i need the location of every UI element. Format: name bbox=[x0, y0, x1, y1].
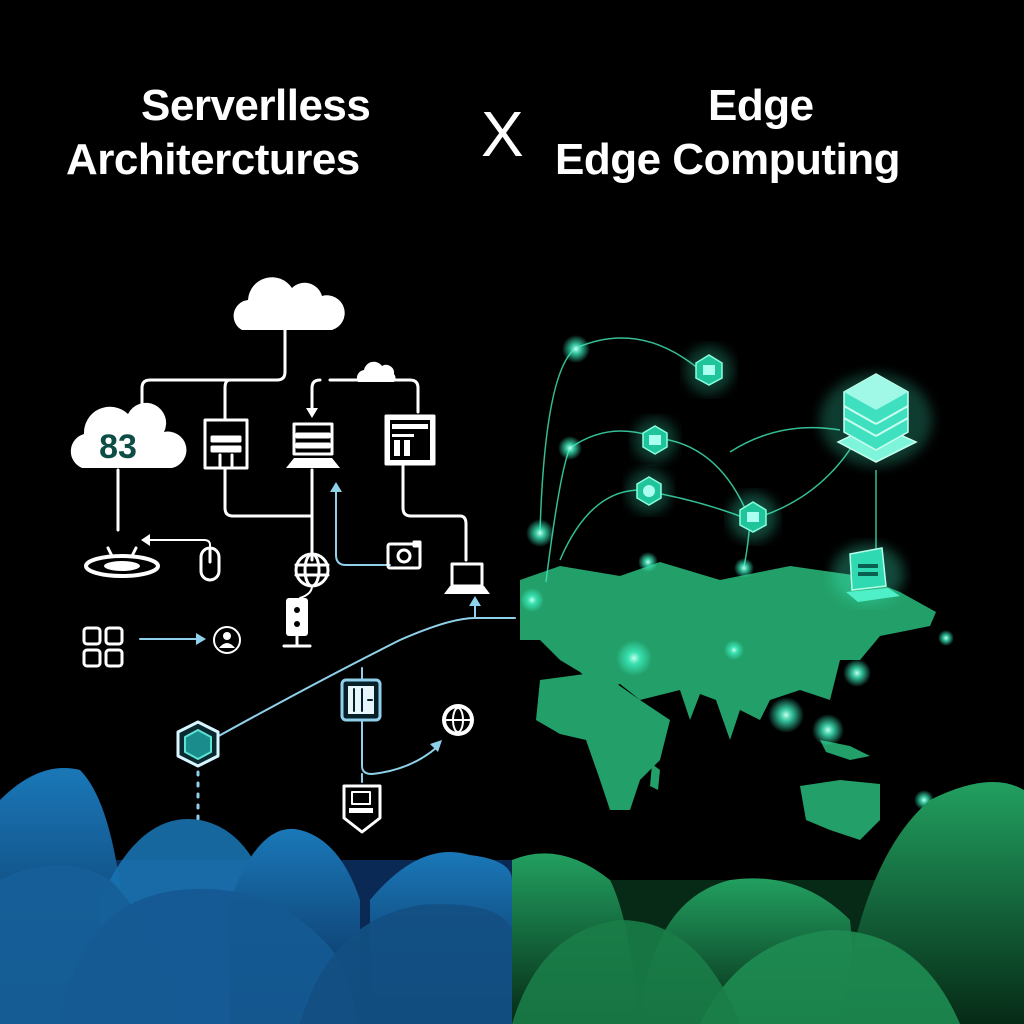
title-serverless-line1: Serverlless bbox=[141, 81, 371, 130]
api-gateway-icon bbox=[84, 546, 160, 578]
cloud-function-icon: 83 bbox=[70, 402, 187, 468]
server-stack-icon bbox=[820, 373, 932, 466]
globe-target-icon bbox=[442, 704, 474, 736]
user-icon bbox=[213, 626, 241, 654]
camera-icon bbox=[386, 540, 422, 570]
mouse-icon bbox=[199, 546, 221, 582]
apps-grid-icon bbox=[82, 626, 124, 668]
edge-node-icon bbox=[627, 346, 777, 541]
title-edge-line2: Edge Computing bbox=[555, 135, 900, 184]
server-icon bbox=[203, 418, 249, 470]
svg-text:83: 83 bbox=[99, 428, 137, 466]
title-separator: X bbox=[481, 98, 524, 170]
green-hills bbox=[512, 782, 1024, 1024]
speaker-icon bbox=[282, 598, 312, 648]
world-map bbox=[520, 562, 936, 840]
laptop-icon bbox=[444, 562, 490, 594]
blue-hills bbox=[0, 768, 512, 1024]
dashboard-icon bbox=[384, 414, 436, 466]
serverless-diagram: 83 bbox=[70, 277, 516, 834]
terminal-icon bbox=[286, 422, 340, 468]
edge-laptop-icon bbox=[832, 544, 904, 604]
small-cloud-icon bbox=[356, 361, 396, 382]
circuit-board-icon bbox=[340, 667, 382, 722]
hexagon-node-icon bbox=[176, 720, 220, 768]
title-edge-line1: Edge bbox=[708, 81, 814, 130]
title-serverless-line2: Architerctures bbox=[66, 135, 360, 184]
cloud-icon bbox=[233, 277, 345, 330]
shield-device-icon bbox=[342, 784, 382, 834]
